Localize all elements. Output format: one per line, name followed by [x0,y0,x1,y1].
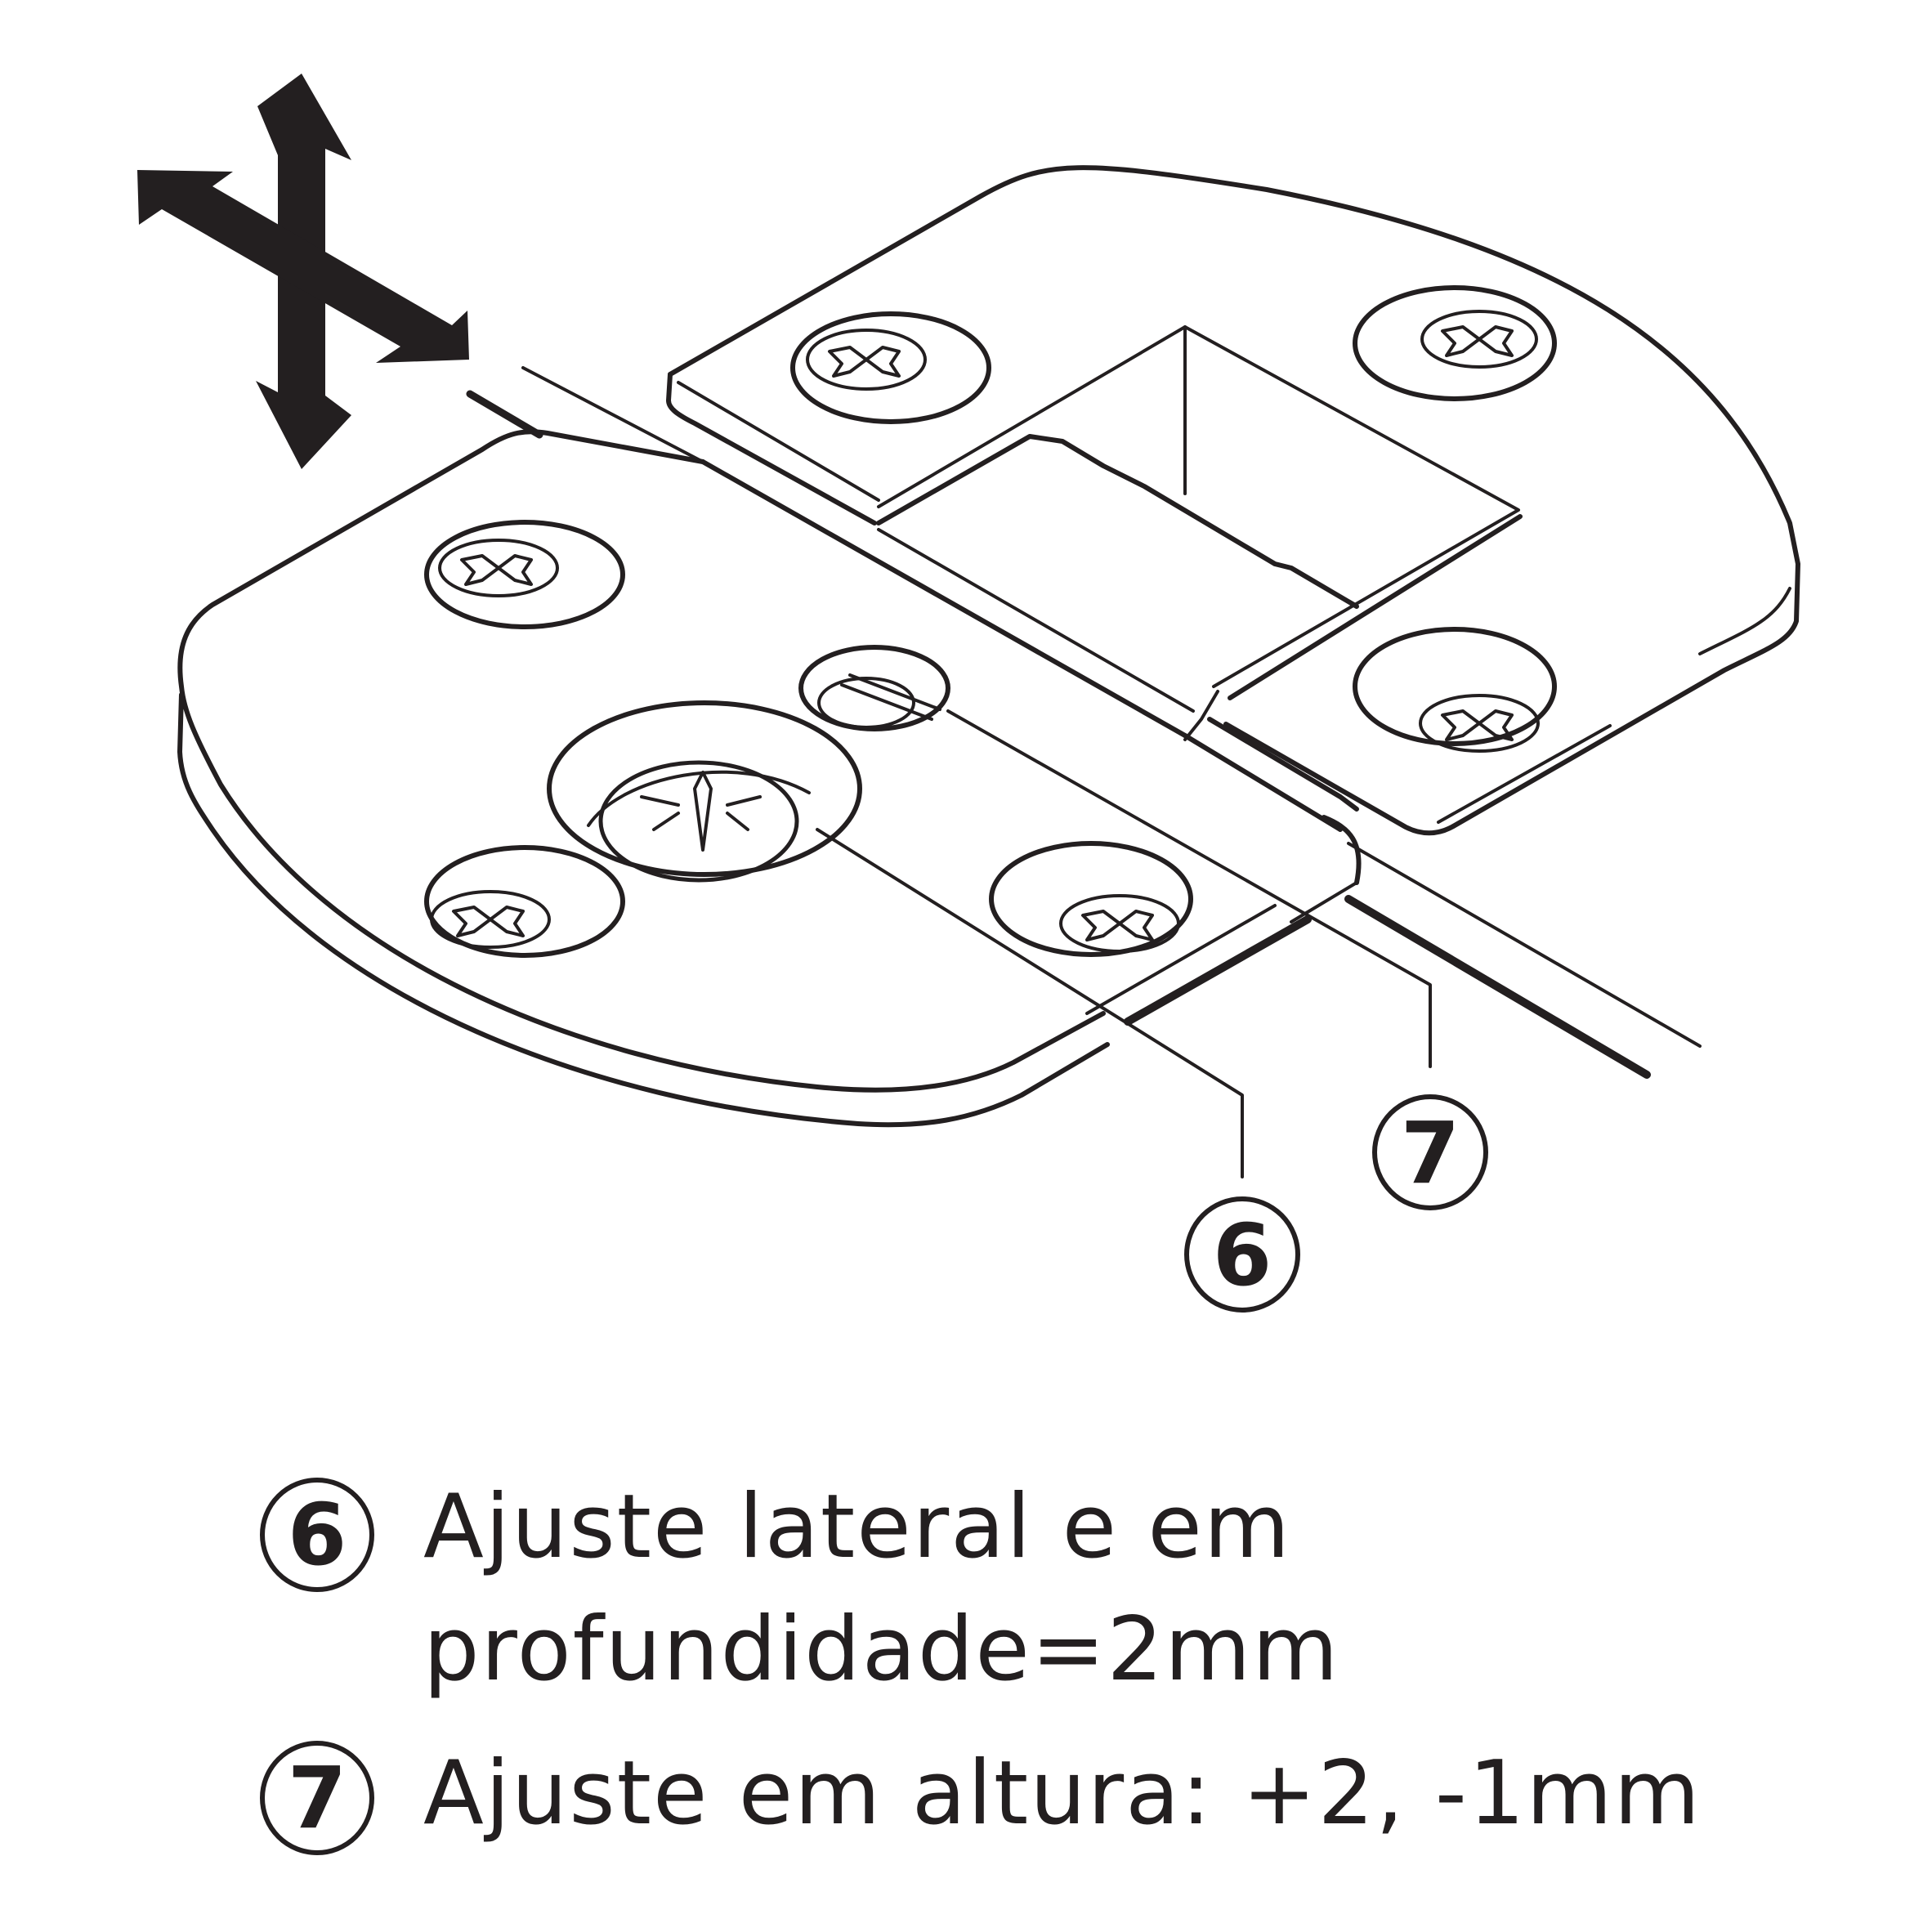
legend-badge-7: 7 [260,1741,374,1855]
callout-leaders [816,709,1432,1178]
legend-text-7: Ajuste em altura: +2, -1mm [423,1733,1702,1855]
legend-text-6: Ajuste lateral e em profundidade=2mm [423,1466,1340,1711]
hinge-arm [876,434,1362,924]
screw-holes [424,285,1557,958]
callout-6: 6 [1184,1196,1300,1313]
adjustment-arrows-icon [137,74,469,469]
upper-plate [666,165,1800,836]
callout-6-number: 6 [1213,1205,1272,1305]
legend-item-7: 7 Ajuste em altura: +2, -1mm [260,1741,1702,1855]
legend-6-line-1: Ajuste lateral e em [423,1476,1292,1578]
legend-badge-6: 6 [260,1478,374,1592]
callout-7: 7 [1372,1094,1488,1210]
legend-item-6: 6 Ajuste lateral e em profundidade=2mm [260,1476,1340,1711]
legend-6-line-2: profundidade=2mm [423,1599,1340,1701]
legend-7-line-1: Ajuste em altura: +2, -1mm [423,1742,1702,1845]
lower-plate [177,366,1702,1128]
callout-7-number: 7 [1401,1103,1460,1203]
